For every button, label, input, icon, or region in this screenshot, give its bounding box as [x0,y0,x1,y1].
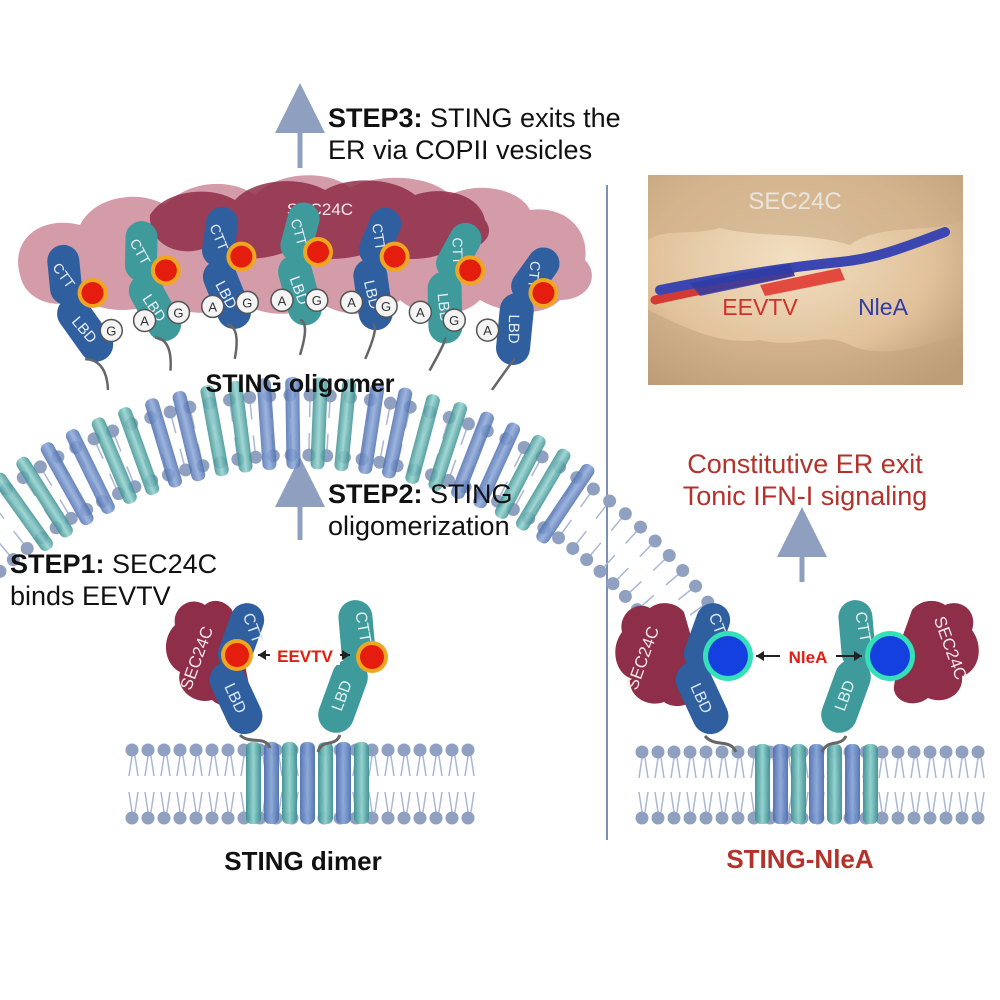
svg-text:LBD: LBD [505,314,522,344]
svg-text:G: G [242,295,252,310]
step2-caption: STEP2: STING oligomerization [328,478,513,542]
svg-text:A: A [483,323,492,338]
mutant-right-unit: CTT LBD [821,600,915,733]
outcome-caption: Constitutive ER exit Tonic IFN-I signali… [655,448,955,512]
dimer-right-ctt: CTT [351,610,373,644]
outcome-line2: Tonic IFN-I signaling [682,481,928,511]
oligomer-sting-units: LBDCTTLBDCTTLBDCTTLBDCTTLBDCTTLBDCTTLBDC… [47,202,560,391]
step1-label: STEP1: [10,549,105,579]
svg-text:G: G [106,323,116,338]
step3-line1: STING exits the [430,103,621,133]
dimer-motif-label: EEVTV [277,647,333,666]
step2-line2: oligomerization [328,511,510,541]
step3-label: STEP3: [328,103,423,133]
step1-line2: binds EEVTV [10,581,171,611]
step1-caption: STEP1: SEC24C binds EEVTV [10,548,217,612]
oligomer-title: STING oligomer [206,370,395,398]
svg-text:A: A [347,295,356,310]
structure-red-peptide-label: EEVTV [722,294,798,320]
structure-protein-label: SEC24C [748,188,841,215]
mutant-right-sec24c: SEC24C [893,600,979,704]
svg-text:G: G [312,293,322,308]
dimer-title: STING dimer [224,846,381,876]
svg-text:A: A [208,299,217,314]
svg-text:A: A [140,313,149,328]
step2-label: STEP2: [328,479,423,509]
svg-text:G: G [449,313,459,328]
mutant-left-unit: CTT LBD [675,603,753,735]
outcome-line1: Constitutive ER exit [687,449,923,479]
dimer-left-unit: CTT LBD [209,603,266,735]
svg-text:CTT: CTT [288,217,311,248]
step3-line2: ER via COPII vesicles [328,135,593,165]
mutant-motif-label: NleA [789,648,828,667]
oligomer-tm-helices [0,377,595,551]
svg-text:A: A [416,305,425,320]
mutant-tm-helices [755,744,878,824]
svg-text:A: A [278,293,287,308]
dimer-tm-helices [246,742,369,824]
svg-text:CTT: CTT [369,222,389,252]
structure-blue-peptide-label: NleA [858,294,909,320]
svg-text:G: G [173,305,183,320]
oligomer-cgamp-chain: G A G A G A G A G A G A [99,288,500,343]
svg-text:G: G [381,299,391,314]
step2-line1: STING [430,479,513,509]
step1-line1: SEC24C [112,549,218,579]
dimer-right-unit: CTT LBD [318,600,388,733]
mutant-right-ctt: CTT [851,610,873,644]
mutant-title: STING-NleA [726,844,874,874]
structure-panel: SEC24C EEVTV NleA [648,175,963,385]
step3-caption: STEP3: STING exits the ER via COPII vesi… [328,102,621,166]
